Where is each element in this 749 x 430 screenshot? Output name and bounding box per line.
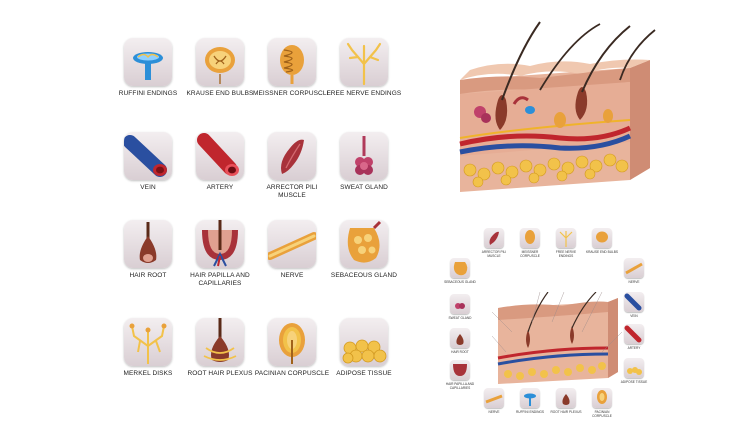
item-label: VEIN [140,184,156,191]
krause-end-bulbs-icon [205,47,235,84]
mini-label: PACINIAN CORPUSCLE [592,410,612,418]
item-ruffini-endings: RUFFINI ENDINGS [108,38,188,98]
mini-label: HAIR ROOT [451,350,469,354]
item-label: RUFFINI ENDINGS [118,90,178,97]
hair-papilla-icon [202,220,238,267]
mini-label: NERVE [628,280,640,284]
item-krause-end-bulbs: KRAUSE END BULBS [180,38,260,98]
item-meissner-corpuscle: MEISSNER CORPUSCLE [252,38,332,98]
merkel-disks-icon [129,323,167,364]
artery-icon [197,133,239,176]
mini-vein-icon [624,292,644,312]
mini-meissner-icon [520,228,540,248]
item-hair-papilla: HAIR PAPILLA AND CAPILLARIES [180,220,260,288]
hair-root-icon [139,222,157,263]
mini-arrector-pili-icon [484,228,504,248]
item-label: SWEAT GLAND [340,184,388,191]
mini-label: ROOT HAIR PLEXUS [550,410,582,414]
mini-krause-icon [592,228,612,248]
mini-artery-icon [624,324,644,344]
item-label: ARRECTOR PILI MUSCLE [266,184,318,199]
item-label: PACINIAN CORPUSCLE [254,370,330,377]
item-hair-root: HAIR ROOT [108,220,188,280]
mini-pacinian-icon [592,388,612,408]
item-vein: VEIN [108,132,188,192]
mini-sebaceous-icon [450,258,470,278]
mini-skin-block [492,292,622,384]
arrector-pili-muscle-icon [281,139,304,174]
item-sweat-gland: SWEAT GLAND [324,132,404,192]
mini-label: ARTERY [627,346,641,350]
mini-label: NERVE [488,410,500,414]
item-nerve: NERVE [252,220,332,280]
item-root-hair-plexus: ROOT HAIR PLEXUS [180,318,260,378]
mini-label: SEBACEOUS GLAND [444,280,476,284]
icon-grid: RUFFINI ENDINGS KRAUSE END BULBS MEISSNE… [108,38,401,418]
mini-hair-root-icon [450,328,470,348]
pacinian-corpuscle-icon [279,323,305,364]
item-label: HAIR PAPILLA AND CAPILLARIES [190,272,250,287]
mini-label: FREE NERVE ENDINGS [555,250,577,258]
mini-label: ADIPOSE TISSUE [620,380,648,384]
mini-sweat-icon [450,294,470,314]
item-label: ROOT HAIR PLEXUS [187,370,253,377]
mini-label: MEISSNER CORPUSCLE [520,250,540,258]
root-hair-plexus-icon [203,318,237,362]
mini-label: ARRECTOR PILI MUSCLE [481,250,507,258]
item-sebaceous-gland: SEBACEOUS GLAND [324,220,404,280]
sweat-gland-icon [355,136,373,175]
item-adipose-tissue: ADIPOSE TISSUE [324,318,404,378]
mini-free-nerve-icon [556,228,576,248]
sebaceous-gland-icon [347,220,382,263]
mini-hair-papilla-icon [450,360,470,380]
mini-label: HAIR PAPILLA AND CAPILLARIES [445,382,475,390]
item-pacinian-corpuscle: PACINIAN CORPUSCLE [252,318,332,378]
item-label: ADIPOSE TISSUE [336,370,392,377]
labeled-skin-diagram: ARRECTOR PILI MUSCLE MEISSNER CORPUSCLE … [440,224,662,424]
mini-root-hair-plexus-icon [556,388,576,408]
mini-adipose-icon [624,358,644,378]
item-arrector-pili-muscle: ARRECTOR PILI MUSCLE [252,132,332,200]
vein-icon [124,135,167,177]
mini-ruffini-icon [520,388,540,408]
item-label: MEISSNER CORPUSCLE [252,90,331,97]
item-label: KRAUSE END BULBS [186,90,254,97]
mini-nerve-bottom-icon [484,388,504,408]
free-nerve-endings-icon [346,42,382,86]
item-artery: ARTERY [180,132,260,192]
item-label: SEBACEOUS GLAND [330,272,398,279]
meissner-corpuscle-icon [280,45,304,84]
item-label: FREE NERVE ENDINGS [326,90,402,97]
mini-label: SWEAT GLAND [448,316,472,320]
nerve-icon [268,232,316,260]
mini-label: RUFFINI ENDINGS [516,410,544,414]
item-label: NERVE [280,272,304,279]
item-label: MERKEL DISKS [123,370,173,377]
ruffini-endings-icon [133,52,163,80]
adipose-tissue-icon [342,339,387,364]
item-merkel-disks: MERKEL DISKS [108,318,188,378]
skin-cross-section-illustration [459,21,656,192]
item-label: HAIR ROOT [129,272,167,279]
mini-label: KRAUSE END BULBS [585,250,619,254]
mini-label: VEIN [630,314,638,318]
item-label: ARTERY [206,184,234,191]
item-free-nerve-endings: FREE NERVE ENDINGS [324,38,404,98]
mini-nerve-icon [624,258,644,278]
